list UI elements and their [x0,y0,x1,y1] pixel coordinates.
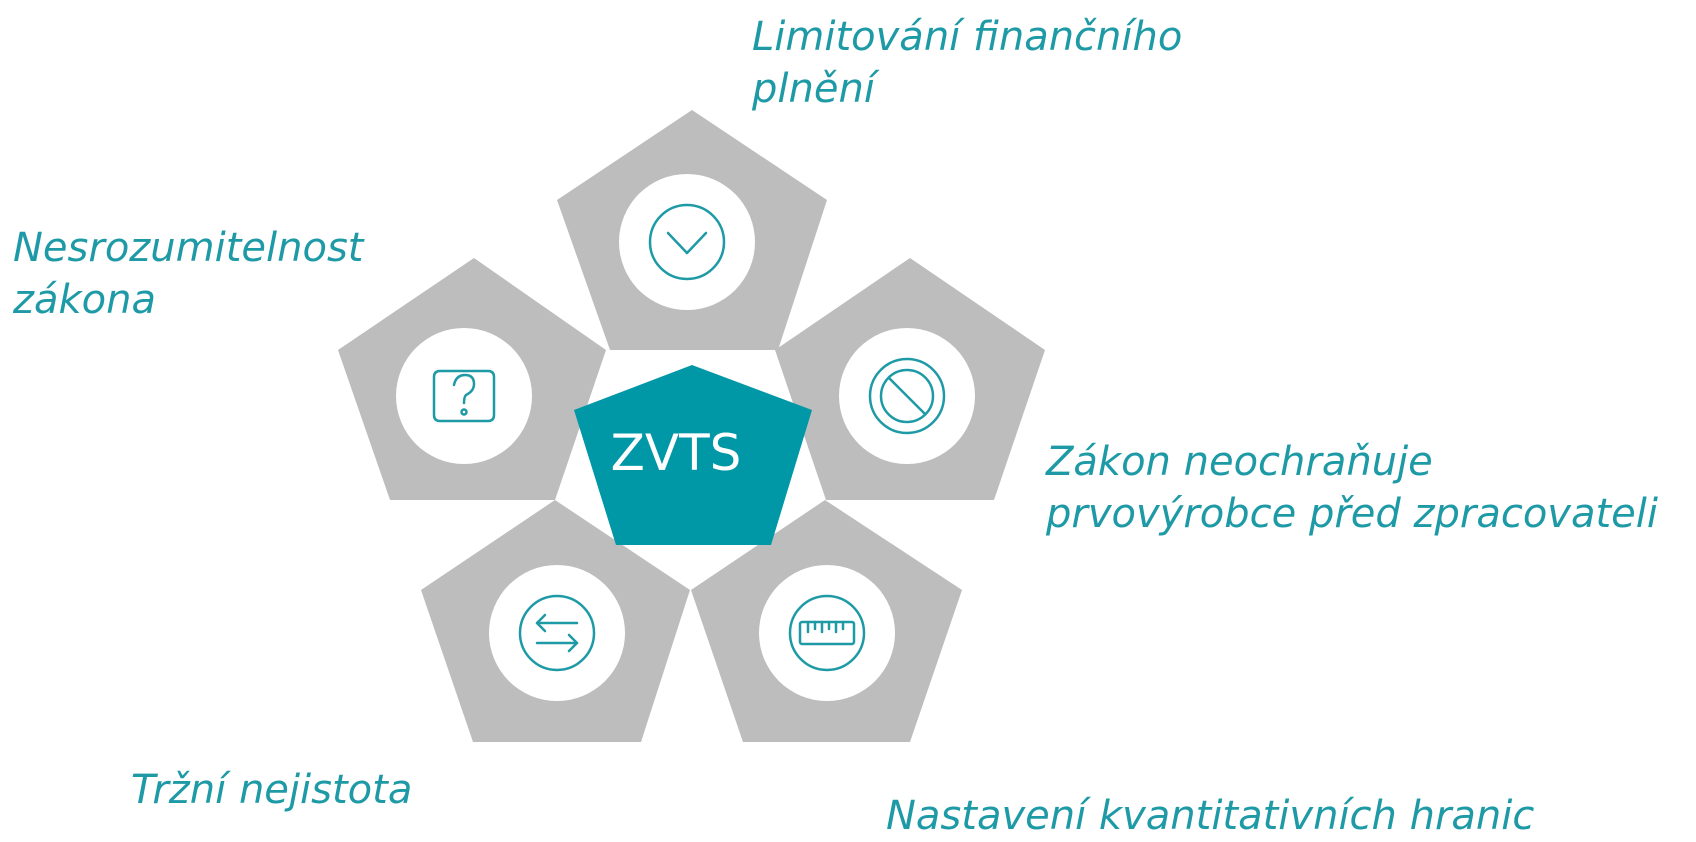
segment-top-circle [619,174,755,310]
label-left: Nesrozumitelnost zákona [13,222,363,326]
label-top-line-2: plnění [752,66,875,112]
label-bottom-right: Nastavení kvantitativních hranic [886,790,1534,842]
label-bottom-left-line-1: Tržní nejistota [131,767,413,813]
label-top: Limitování finančního plnění [752,11,1182,115]
label-right-line-2: prvovýrobce před zpracovateli [1046,491,1659,537]
chevron-down-icon [648,203,726,281]
center-pentagon [574,365,812,545]
swap-arrows-icon [518,594,596,672]
question-icon [432,369,496,423]
label-right-line-1: Zákon neochraňuje [1046,439,1433,485]
label-left-line-2: zákona [13,277,157,323]
label-right: Zákon neochraňuje prvovýrobce před zprac… [1046,436,1658,540]
label-bottom-right-line-1: Nastavení kvantitativních hranic [886,793,1535,839]
prohibited-icon [868,357,946,435]
label-top-line-1: Limitování finančního [752,14,1183,60]
segment-bottom-left-circle [489,565,625,701]
segment-top [557,110,827,350]
label-bottom-left: Tržní nejistota [131,764,412,816]
segment-bottom-right-circle [759,565,895,701]
segment-bottom-left [421,500,690,742]
label-left-line-1: Nesrozumitelnost [13,225,364,271]
ruler-icon [788,594,866,672]
segment-left [338,258,606,500]
center-segment: ZVTS [574,365,812,545]
segment-right [775,258,1045,500]
center-label: ZVTS [611,424,742,482]
segment-bottom-right [691,500,962,742]
